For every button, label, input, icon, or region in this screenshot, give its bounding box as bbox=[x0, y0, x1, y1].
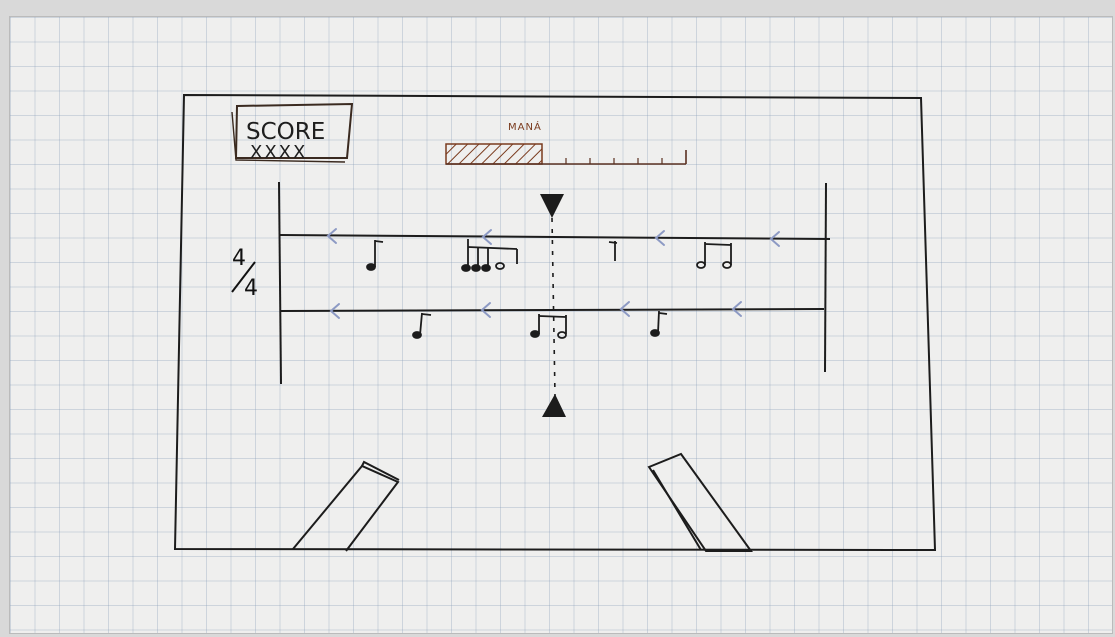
eighth-note-icon bbox=[413, 313, 431, 338]
time-signature-top: 4 bbox=[232, 246, 246, 271]
beamed-notes-icon bbox=[697, 242, 731, 268]
time-signature: 4 4 bbox=[232, 246, 258, 301]
mana-fill bbox=[446, 144, 542, 164]
eighth-note-icon bbox=[651, 311, 667, 336]
eighth-note-icon bbox=[367, 240, 383, 270]
score-box: SCORE XXXX bbox=[232, 104, 352, 163]
down-triangle-icon bbox=[540, 194, 564, 218]
up-triangle-icon bbox=[542, 394, 566, 417]
left-pad[interactable] bbox=[293, 462, 399, 551]
mana-meter: MANÁ bbox=[446, 120, 686, 164]
hit-line bbox=[552, 218, 555, 396]
beamed-notes-icon bbox=[531, 314, 566, 338]
time-signature-bottom: 4 bbox=[244, 276, 258, 301]
lane-bottom bbox=[280, 309, 824, 311]
right-pad[interactable] bbox=[649, 454, 751, 551]
mana-label: MANÁ bbox=[508, 120, 542, 133]
score-value: XXXX bbox=[250, 142, 307, 163]
lane-top bbox=[279, 235, 830, 239]
eighth-note-icon bbox=[609, 241, 617, 261]
